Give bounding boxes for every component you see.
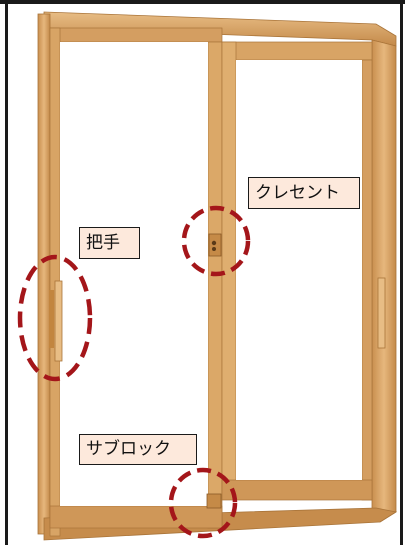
right-border [400, 0, 403, 545]
left-sash-right-stile [207, 41, 223, 529]
sublock-highlight-circle [168, 467, 238, 539]
right-sash-glass [236, 60, 362, 480]
right-sash-right-stile [361, 59, 373, 501]
top-border [0, 0, 405, 4]
left-sash [49, 27, 223, 537]
handle-bar [54, 280, 63, 362]
crescent-lock [208, 233, 222, 257]
left-sash-bottom-rail [49, 505, 223, 529]
left-sash-glass [60, 42, 208, 506]
left-border [5, 0, 8, 545]
left-sash-top-rail [49, 27, 223, 43]
sub-lock-label: サブロック [79, 434, 197, 465]
right-handle-bar [377, 277, 386, 349]
outer-frame-left [37, 13, 51, 535]
crescent-highlight-circle [181, 205, 251, 277]
sub-lock [206, 493, 222, 509]
handle-label: 把手 [79, 227, 140, 259]
right-sash-bottom-rail [221, 479, 373, 501]
right-sash-top-rail [221, 41, 373, 61]
handle-highlight-circle [17, 254, 93, 382]
crescent-label: クレセント [248, 177, 360, 209]
handle-inner [49, 290, 54, 348]
right-sash [221, 41, 386, 501]
